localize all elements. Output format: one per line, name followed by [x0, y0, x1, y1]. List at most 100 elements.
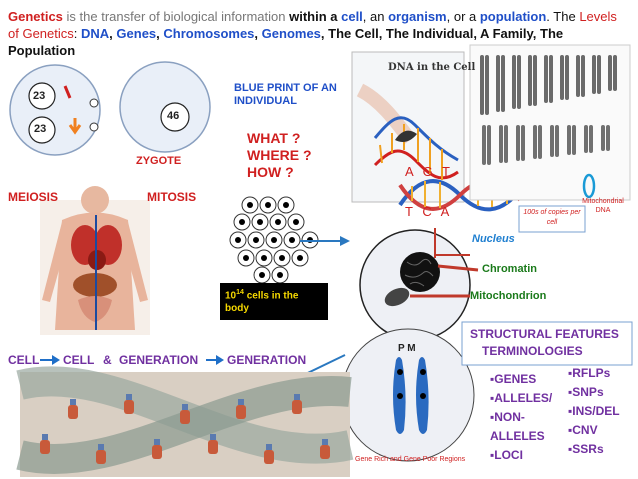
intro-part: ,: [109, 26, 117, 41]
chromosome-mark: [504, 125, 508, 163]
chromatin-spot: [180, 404, 190, 424]
intro-part: cell: [341, 9, 363, 24]
chromosome-mark: [565, 55, 569, 100]
chain-ampersand: &: [103, 353, 112, 367]
intro-part: Levels of Genetics: [8, 9, 617, 41]
chromosome-mark: [528, 55, 532, 106]
chromosome-mark: [613, 55, 617, 91]
cell-icon: [269, 213, 287, 231]
cells-count-base: 10: [225, 290, 237, 302]
list-item-text: LOCI: [494, 448, 523, 462]
cell-icon: [241, 196, 259, 214]
list-item-text: RFLPs: [572, 366, 611, 380]
chromatin-fiber-image: [16, 366, 354, 477]
cell-icon: [255, 249, 273, 267]
intro-part: Genes: [116, 26, 157, 41]
intro-part: population: [479, 9, 547, 24]
chromosome-mark: [480, 55, 484, 115]
chromatin-spot: [152, 439, 162, 459]
arrow-to-cell: [300, 236, 350, 246]
zygote-label: ZYGOTE: [136, 155, 182, 167]
cells-count-box: [220, 283, 328, 320]
chromatin-spot: [208, 434, 218, 454]
cell-icon: [253, 266, 271, 284]
chromosome-mark: [589, 125, 593, 153]
cell-icon: [273, 249, 291, 267]
cell-icon: [291, 249, 309, 267]
chromosome-mark: [555, 125, 559, 157]
chromosome-mark: [549, 55, 553, 103]
chromosome-mark: [576, 55, 580, 97]
cells-count-exp: 14: [236, 289, 244, 296]
list-item: ▪ALLELES/: [490, 391, 553, 405]
intro-part: , an: [362, 9, 389, 24]
cell-icon: [283, 231, 301, 249]
cell-icon: [237, 249, 255, 267]
cell-icon: [247, 231, 265, 249]
question-what: WHAT ?: [247, 130, 301, 146]
chromosome-mark: [572, 125, 576, 155]
chromosome-mark: [581, 55, 585, 97]
intro-part: Genomes: [261, 26, 321, 41]
chain-cell-2: CELL: [63, 353, 95, 367]
dna-panel-title: DNA in the Cell: [388, 62, 476, 73]
pm-label: P M: [398, 343, 416, 354]
chromosome-mark: [499, 125, 503, 163]
chromatin-spot: [292, 394, 302, 414]
copies-label: 100s of copies per cell: [523, 209, 581, 226]
gene-regions-caption: Gene Rich and Gene Poor Regions: [355, 456, 466, 463]
chromosome-mark: [482, 125, 486, 165]
terms-list-left: ▪GENES ▪ALLELES/ ▪NON- ALLELES ▪LOCI: [490, 370, 552, 465]
chromosome-circle: [341, 328, 475, 462]
blueprint-label: BLUE PRINT OF AN INDIVIDUAL: [234, 82, 337, 107]
question-where: WHERE ?: [247, 147, 312, 163]
cells-count-label: 1014 cells in the body: [225, 286, 325, 315]
chromosome-mark: [560, 55, 564, 100]
cell-icon: [271, 266, 289, 284]
intro-part: Chromosomes: [163, 26, 255, 41]
list-item-text: CNV: [572, 423, 598, 437]
gamete-count-top: 23: [33, 90, 46, 102]
list-item-text: SSRs: [572, 442, 604, 456]
chromatin-spot: [68, 399, 78, 419]
cell-icon: [251, 213, 269, 231]
intro-part: . The: [546, 9, 580, 24]
questions: WHAT ? WHERE ? HOW ?: [247, 130, 312, 181]
intro-part: ,: [254, 26, 262, 41]
chromosome-mark: [501, 55, 505, 112]
list-item: ▪INS/DEL: [568, 404, 620, 418]
chain-generation-2: GENERATION: [227, 353, 307, 367]
cell-icon: [233, 213, 251, 231]
chromosome-mark: [608, 55, 612, 91]
list-item: ▪SNPs: [568, 385, 604, 399]
chromosome-mark: [597, 55, 601, 94]
chromosome-mark: [584, 125, 588, 153]
cell-icon: [287, 213, 305, 231]
nucleus-label: Nucleus: [472, 233, 515, 245]
dna-bases-top: A G T: [405, 164, 453, 179]
intro-part: organism: [388, 9, 447, 24]
structural-subtitle: TERMINOLOGIES: [482, 344, 583, 358]
chromatin-spot: [264, 444, 274, 464]
karyotype-panel: [469, 44, 631, 201]
chromatin-spot: [96, 444, 106, 464]
chromosome-mark: [496, 55, 500, 112]
chromatin-spot: [40, 434, 50, 454]
cell-diagram: [359, 228, 479, 341]
list-item-text: SNPs: [572, 385, 604, 399]
structural-features: STRUCTURAL FEATURES TERMINOLOGIES: [470, 326, 619, 360]
intro-genetics: Genetics: [8, 9, 63, 24]
chain-cell-1: CELL: [8, 353, 40, 367]
intro-part: :: [73, 26, 81, 41]
cell-icon: [259, 196, 277, 214]
chromatin-label: Chromatin: [482, 263, 537, 275]
intro-part: , The Cell, The Individual, A Family, Th…: [8, 26, 564, 58]
list-item: ▪NON-: [490, 410, 525, 424]
intro-part: within a: [285, 9, 342, 24]
chromosome-mark: [521, 125, 525, 161]
mito-dna-ring: [582, 173, 596, 199]
cell-icon: [277, 196, 295, 214]
list-item: ▪LOCI: [490, 448, 523, 462]
chromosome-mark: [567, 125, 571, 155]
